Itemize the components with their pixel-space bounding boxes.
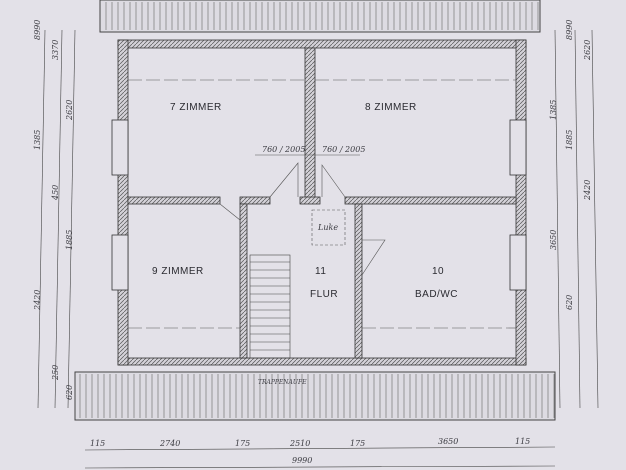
dim-left-3: 1385 [33, 130, 42, 150]
room-10-number: 10 [432, 266, 444, 277]
hatch-label: Luke [317, 223, 338, 232]
dim-right-4: 2420 [583, 180, 592, 201]
room-10-name: BAD/WC [415, 289, 458, 300]
roof-top [99, 0, 541, 33]
dim-right-3: 1885 [565, 130, 574, 150]
room-11-number: 11 [315, 266, 326, 277]
dim-bottom-4: 175 [350, 439, 365, 448]
dim-bottom-3: 2510 [289, 439, 310, 448]
dim-right-5: 3650 [549, 230, 558, 250]
dim-left-8: 620 [65, 385, 74, 400]
dim-left-5: 1885 [65, 230, 74, 250]
dim-bottom-total: 9990 [292, 456, 312, 465]
room-7-label: 7 ZIMMER [170, 102, 222, 113]
dim-bottom-1: 2740 [159, 439, 180, 448]
dim-left-6: 2420 [33, 290, 42, 311]
dim-left-0: 8990 [33, 20, 42, 40]
dim-left-4: 450 [51, 185, 60, 201]
walls [117, 39, 527, 366]
staircase [249, 254, 291, 359]
dim-bottom-5: 3650 [438, 437, 458, 446]
stair-label: TRAPPENAUFE [258, 379, 307, 386]
dim-bottom-6: 115 [515, 437, 530, 446]
dim-left-1: 3370 [51, 40, 60, 60]
dim-right-0: 8990 [565, 20, 574, 40]
door-dim-right: 760 / 2005 [322, 145, 365, 154]
dim-right-1: 2620 [583, 40, 592, 61]
dim-left-2: 2620 [65, 100, 74, 121]
guide-lines [128, 79, 516, 329]
windows [111, 119, 527, 291]
room-9-label: 9 ZIMMER [152, 266, 204, 277]
roof-bottom [74, 371, 556, 421]
dim-right-2: 1385 [549, 100, 558, 120]
dim-bottom-0: 115 [90, 439, 105, 448]
room-11-name: FLUR [310, 289, 338, 300]
dim-bottom-2: 175 [235, 439, 250, 448]
dimension-lines [37, 29, 599, 469]
dim-right-6: 620 [565, 295, 574, 310]
dim-left-7: 250 [51, 365, 60, 381]
room-8-label: 8 ZIMMER [365, 102, 417, 113]
door-dim-left: 760 / 2005 [262, 145, 305, 154]
